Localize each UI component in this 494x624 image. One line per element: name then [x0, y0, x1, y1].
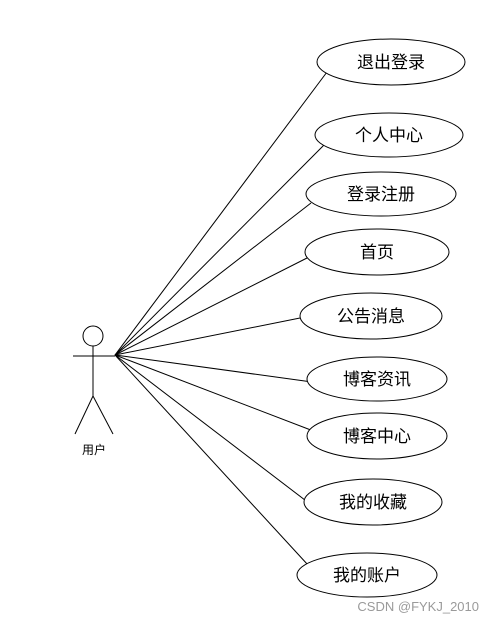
- use-case-ellipse: [299, 292, 443, 340]
- use-case-label: 博客中心: [343, 427, 411, 447]
- use-case-label: 博客资讯: [343, 370, 411, 390]
- use-case-personal-center: 个人中心: [314, 112, 464, 158]
- use-case-ellipse: [316, 38, 466, 86]
- watermark-text: CSDN @FYKJ_2010: [357, 599, 479, 614]
- use-case-label: 我的账户: [333, 566, 401, 586]
- association-line-announcements: [114, 317, 301, 356]
- association-lines: [114, 71, 328, 566]
- use-case-ellipse: [304, 228, 450, 276]
- use-case-ellipse: [303, 478, 443, 526]
- actor-left-leg: [74, 395, 94, 435]
- association-line-account: [114, 354, 309, 566]
- actor-head: [82, 325, 104, 347]
- use-case-home: 首页: [304, 228, 450, 276]
- use-case-ellipse: [306, 356, 448, 402]
- use-case-label: 退出登录: [357, 53, 425, 73]
- use-case-announcements: 公告消息: [299, 292, 443, 340]
- use-case-label: 个人中心: [355, 126, 423, 146]
- use-case-blog-news: 博客资讯: [306, 356, 448, 402]
- association-line-home: [114, 257, 308, 356]
- use-case-logout: 退出登录: [316, 38, 466, 86]
- actor-right-leg: [92, 395, 114, 435]
- use-case-blog-center: 博客中心: [306, 412, 448, 460]
- use-case-ellipse: [296, 552, 438, 598]
- use-case-label: 我的收藏: [339, 493, 407, 513]
- association-line-login-register: [114, 202, 312, 356]
- association-line-personal-center: [114, 144, 325, 356]
- use-case-ellipse: [306, 412, 448, 460]
- use-case-label: 首页: [360, 243, 394, 263]
- association-line-blog-center: [114, 354, 317, 433]
- use-case-label: 公告消息: [337, 307, 405, 327]
- association-line-favorites: [114, 354, 319, 511]
- use-case-login-register: 登录注册: [305, 171, 457, 217]
- use-case-label: 登录注册: [347, 185, 415, 205]
- association-line-logout: [114, 71, 328, 356]
- use-case-ellipse: [314, 112, 464, 158]
- association-line-blog-news: [114, 354, 313, 383]
- use-case-ellipse: [305, 171, 457, 217]
- use-case-account: 我的账户: [296, 552, 438, 598]
- actor-user: 用户: [73, 325, 115, 457]
- use-case-favorites: 我的收藏: [303, 478, 443, 526]
- actor-label: 用户: [82, 442, 106, 457]
